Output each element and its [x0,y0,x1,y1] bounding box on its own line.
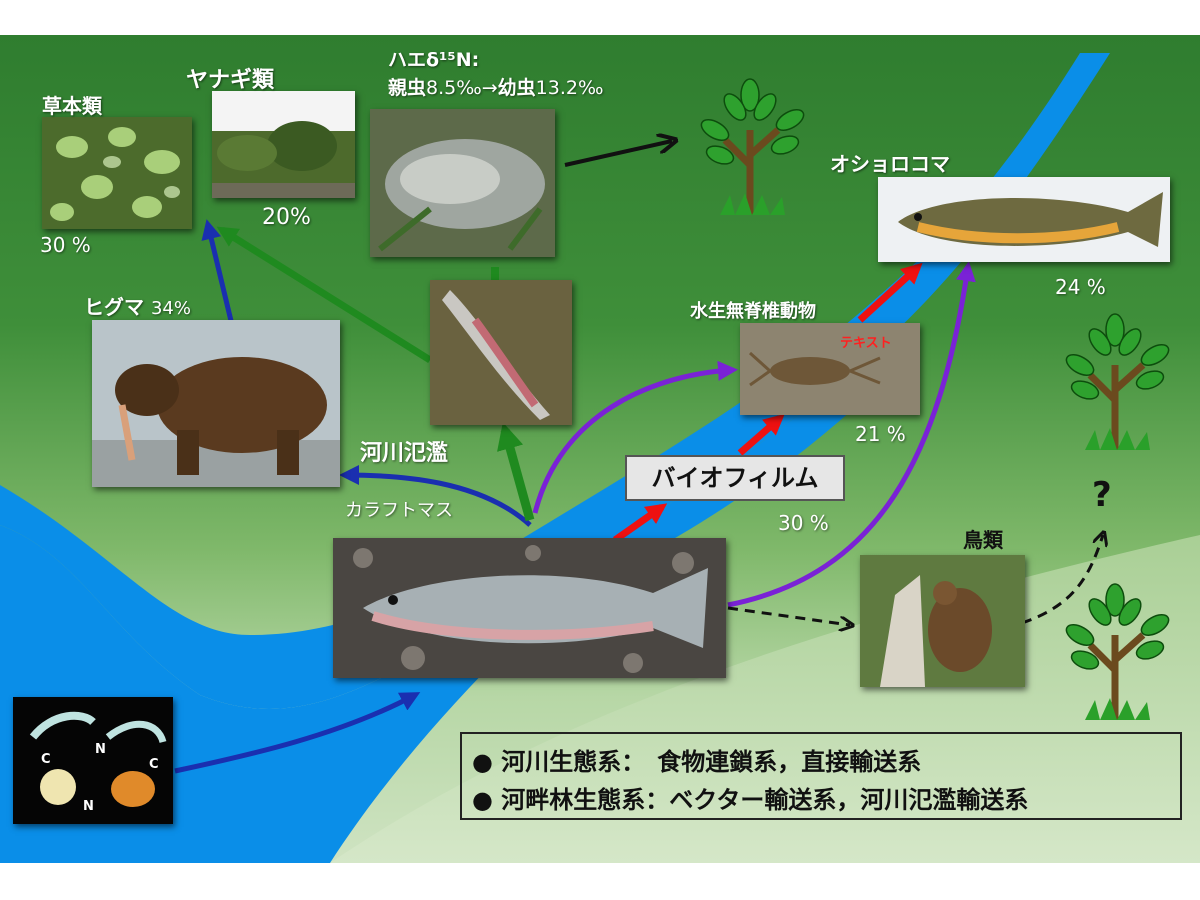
nutrient-n-label: N [83,799,94,814]
biofilm-box: バイオフィルム [625,455,845,501]
salmon-photo [333,538,726,678]
adult-value: 8.5‰→ [426,77,498,99]
bear-label: ヒグマ 34% [84,291,191,320]
birds-label: 鳥類 [963,528,1003,552]
nutrient-c-label: C [41,752,51,767]
bird-photo [860,555,1025,687]
legend-river-ecosystem: ● 河川生態系： 食物連鎖系，直接輸送系 [472,748,922,776]
adult-label: 親虫 [388,77,427,99]
larva-label: 幼虫 [497,77,536,99]
fly-isotope-label: ハエδ¹⁵N: [388,49,480,71]
charr-label: オショロコマ [830,152,950,176]
arrow-salmon-to-birds [727,606,850,625]
grass-percent: 30 % [40,233,91,257]
arrow-salmon-to-biofilm [612,503,668,543]
arrow-salmon-to-charr [727,261,976,608]
tree-icon [1065,313,1170,450]
invertebrates-photo [740,323,920,415]
bear-photo [92,320,340,487]
nutrients-photo: C N C N [13,697,173,824]
arrow-nutrients-to-salmon [174,692,421,774]
willow-label: ヤナギ類 [186,68,275,93]
willow-percent: 20% [262,205,311,230]
invertebrates-percent: 21 % [855,422,906,446]
biofilm-percent: 30 % [778,511,829,535]
arrow-bear-to-grass [201,219,235,326]
tree-icon [700,78,805,215]
grass-label: 草本類 [42,94,102,118]
arrow-invertebrates-to-charr [857,262,923,323]
tree-icon [1065,583,1170,720]
carcass-photo [430,280,572,425]
charr-photo [878,177,1170,262]
question-mark: ? [1092,475,1112,515]
arrow-salmon-to-bear [339,465,532,527]
arrow-fly-to-tree [564,141,672,167]
arrow-biofilm-to-invertebrates [737,413,785,456]
nutrient-n-label: N [95,742,106,757]
slide: C N C N 草本類 30 % ヤナギ類 20% ハエδ¹⁵N: 親虫8.5‰… [0,35,1200,863]
flood-label: 河川氾濫 [360,441,449,466]
fly-isotope-values: 親虫8.5‰→幼虫13.2‰ [388,73,603,100]
salmon-label: カラフトマス [345,500,453,521]
fly-photo [370,109,555,257]
larva-value: 13.2‰ [535,77,604,99]
bear-percent: 34% [150,298,191,319]
grass-photo [42,117,192,229]
legend-riparian-ecosystem: ● 河畔林生態系：ベクター輸送系，河川氾濫輸送系 [472,786,1029,814]
invertebrates-label: 水生無脊椎動物 [690,301,816,322]
nutrient-c-label: C [149,757,159,772]
arrow-birds-to-question [1021,535,1103,625]
arrow-carcass-to-willow [216,226,432,363]
bear-name: ヒグマ [84,295,144,319]
arrow-salmon-to-carcass [497,422,535,522]
red-note: テキスト [840,336,892,351]
charr-percent: 24 % [1055,275,1106,299]
arrow-salmon-to-invertebrates [532,360,738,514]
willow-photo [212,91,355,198]
legend-box: ● 河川生態系： 食物連鎖系，直接輸送系 ● 河畔林生態系：ベクター輸送系，河川… [460,732,1182,820]
